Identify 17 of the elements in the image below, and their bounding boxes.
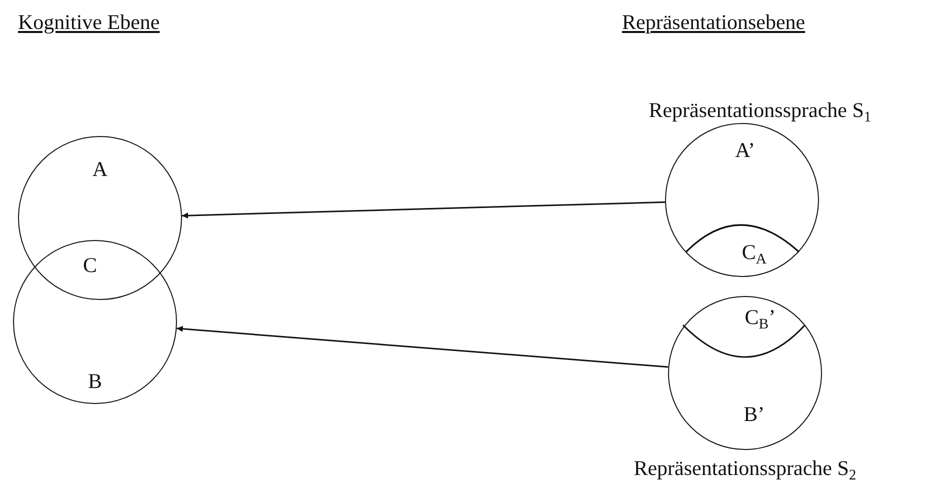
circle-node <box>18 136 182 300</box>
level-heading: Kognitive Ebene <box>18 12 160 33</box>
node-label: Repräsentationssprache S$_{2}$ <box>634 458 856 481</box>
node-label: C$_{B}$’ <box>744 307 776 332</box>
overlap-label: C <box>83 255 98 276</box>
arrow <box>176 326 668 368</box>
circle-node <box>13 240 177 404</box>
circle-node <box>668 296 822 450</box>
node-label: B’ <box>744 404 765 425</box>
level-heading: Repräsentationsebene <box>622 12 806 33</box>
node-label: B <box>88 371 102 392</box>
node-label: A <box>92 159 108 180</box>
node-label: A’ <box>735 140 755 161</box>
arrow <box>182 201 666 219</box>
circle-node <box>665 123 819 277</box>
node-label: Repräsentationssprache S$_{1}$ <box>648 100 872 126</box>
node-label: C$_{A}$ <box>742 242 766 268</box>
